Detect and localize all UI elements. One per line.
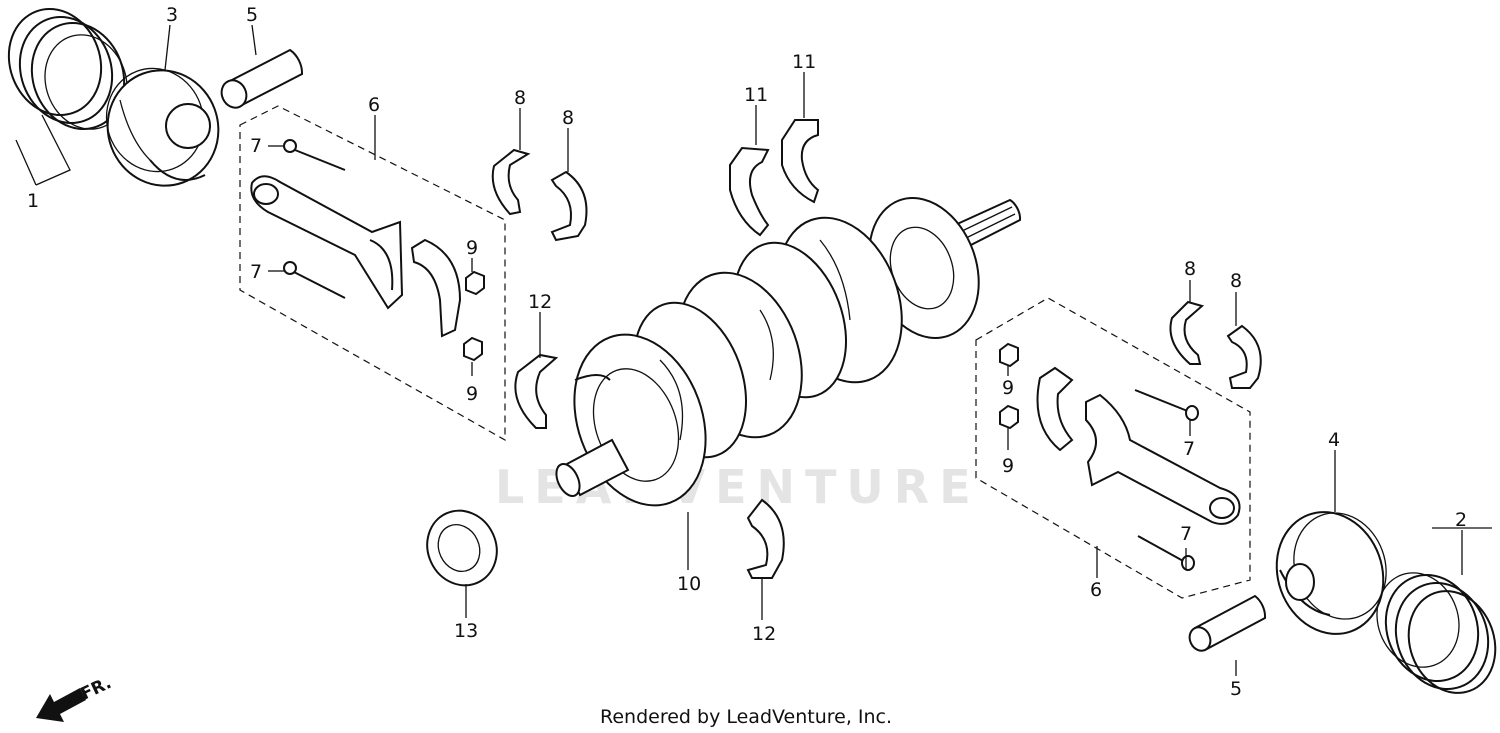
main-bearing-12a [514, 353, 559, 429]
conrod-group-box-right [975, 297, 1251, 599]
main-bearing-8d [1226, 324, 1262, 389]
conrod-bolt-right-upper [1134, 389, 1199, 421]
callout-8-a: 8 [514, 87, 526, 109]
callout-5-lower: 5 [1230, 678, 1242, 700]
conrod-bolt-left-upper [283, 139, 346, 171]
rod-nut-right-lower [999, 404, 1019, 430]
rod-nut-right-upper [999, 342, 1019, 368]
conrod-bolt-left-lower [283, 261, 346, 299]
rod-nut-left-upper [465, 270, 485, 296]
callout-2: 2 [1455, 509, 1467, 531]
callout-11-a: 11 [744, 84, 768, 106]
piston-rings-right [1376, 572, 1497, 694]
callout-10: 10 [677, 573, 701, 595]
piston-pin-right [1188, 594, 1267, 652]
connecting-rod-left [250, 175, 404, 310]
rod-cap-right [1036, 366, 1074, 452]
leader-lines [15, 24, 1492, 676]
conrod-bolt-right-lower [1137, 535, 1195, 571]
callout-9-a: 9 [466, 237, 478, 259]
callout-8-b: 8 [562, 107, 574, 129]
piston-pin-left [220, 48, 304, 109]
callout-6-right: 6 [1090, 579, 1102, 601]
rod-cap-left [410, 238, 462, 338]
callout-7-c: 7 [1183, 438, 1195, 460]
callout-13: 13 [454, 620, 478, 642]
callout-7-d: 7 [1180, 523, 1192, 545]
callout-8-c: 8 [1184, 258, 1196, 280]
callout-8-d: 8 [1230, 270, 1242, 292]
thrust-washer-11b [781, 119, 820, 204]
front-direction-indicator: FR. [36, 673, 115, 722]
callout-1: 1 [27, 190, 39, 212]
callout-6-left: 6 [368, 94, 380, 116]
thrust-washer-11a [729, 146, 770, 237]
footer-credit: Rendered by LeadVenture, Inc. [600, 706, 892, 728]
oil-seal [426, 509, 498, 587]
main-bearing-8c [1169, 300, 1205, 365]
front-label: FR. [78, 673, 115, 704]
main-bearing-8a [491, 148, 531, 216]
piston-left [105, 67, 220, 187]
callout-9-c: 9 [1002, 377, 1014, 399]
piston-rings-left [7, 7, 128, 131]
callout-9-b: 9 [466, 383, 478, 405]
callouts: 1 2 3 4 5 5 6 6 7 7 7 7 8 8 8 8 9 9 9 9 … [27, 4, 1467, 700]
callout-5-upper: 5 [246, 4, 258, 26]
piston-right [1275, 511, 1387, 635]
connecting-rod-right [1085, 393, 1241, 525]
callout-7-b: 7 [250, 261, 262, 283]
callout-11-b: 11 [792, 51, 816, 73]
rod-nut-left-lower [463, 336, 483, 362]
callout-12-a: 12 [528, 291, 552, 313]
callout-3: 3 [166, 4, 178, 26]
crankshaft [555, 197, 1022, 507]
front-arrow-icon [36, 688, 86, 722]
callout-7-a: 7 [250, 135, 262, 157]
callout-12-b: 12 [752, 623, 776, 645]
callout-9-d: 9 [1002, 455, 1014, 477]
callout-4: 4 [1328, 429, 1340, 451]
main-bearing-8b [550, 170, 588, 242]
